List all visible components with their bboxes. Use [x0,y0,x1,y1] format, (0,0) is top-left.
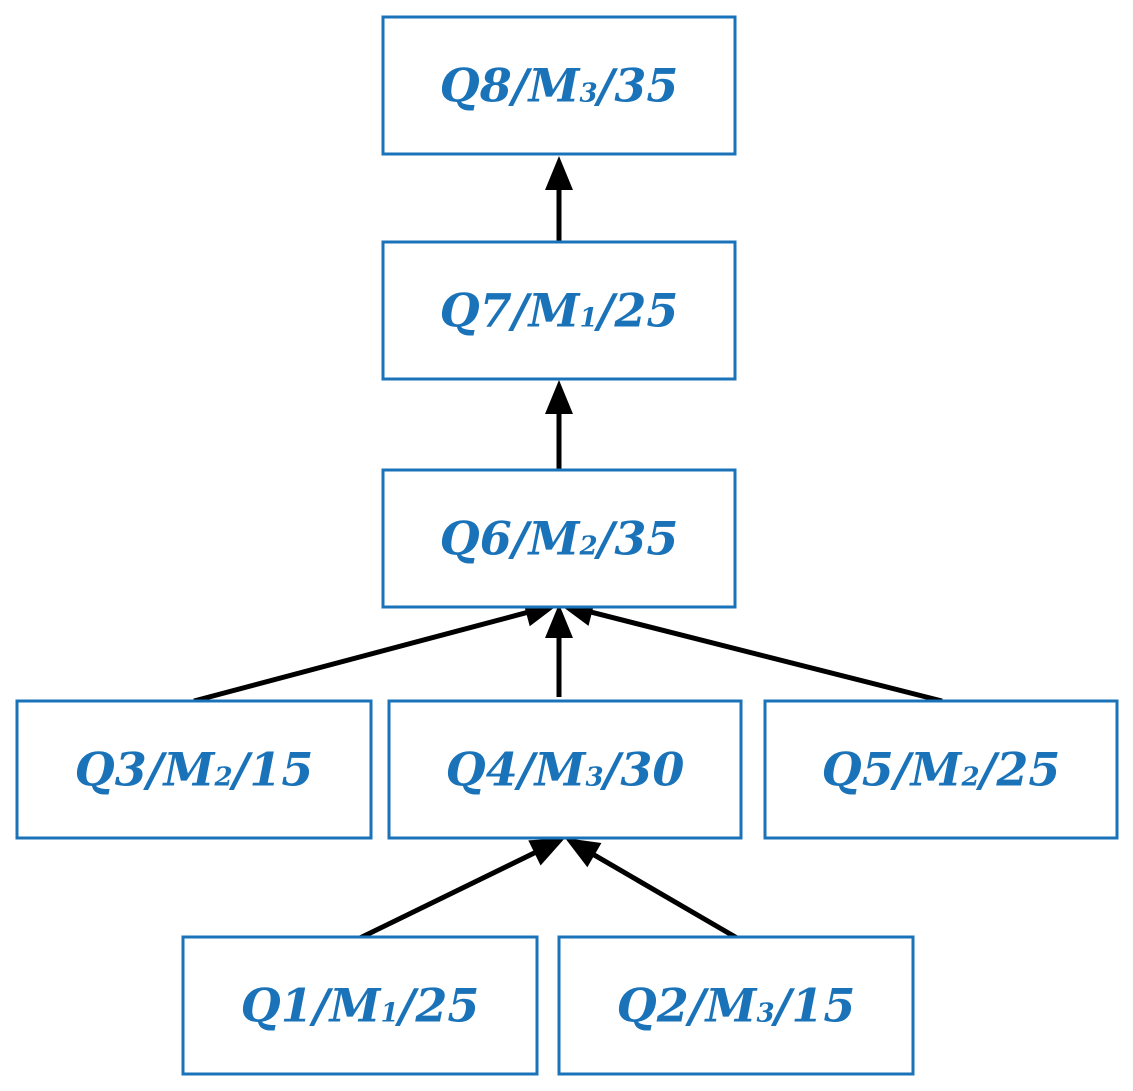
node-q2: Q2/M3/15 [557,935,915,1076]
machine-label: M [909,743,964,797]
node-box [181,935,539,1076]
time-label: 25 [995,743,1060,797]
time-label: 25 [613,284,678,338]
operation-label: Q7 [440,284,512,338]
time-label: 15 [249,743,313,797]
time-label: 35 [614,59,678,113]
node-q6: Q6/M2/35 [381,468,737,609]
machine-subscript: 3 [585,763,603,793]
operation-label: Q2 [617,979,689,1033]
edge-q4-q6 [545,604,573,697]
node-q4: Q4/M3/30 [387,699,743,840]
node-q5: Q5/M2/25 [763,699,1119,840]
node-box [15,699,373,840]
node-label: Q4/M3/30 [446,743,685,797]
edge-q1-q4 [358,838,565,941]
machine-label: M [328,979,383,1033]
node-q7: Q7/M1/25 [381,240,737,381]
node-label: Q5/M2/25 [822,743,1061,797]
node-q1: Q1/M1/25 [181,935,539,1076]
node-box [387,699,743,840]
node-q3: Q3/M2/15 [15,699,373,840]
node-label: Q6/M2/35 [440,512,679,566]
arrowhead [545,604,573,638]
arrowhead [565,838,602,868]
edge-q7-q8 [545,156,573,242]
machine-subscript: 2 [213,763,232,793]
machine-label: M [533,743,588,797]
node-label: Q7/M1/25 [440,284,679,338]
machine-label: M [527,59,582,113]
time-label: 25 [414,979,479,1033]
edge-q5-q6 [559,598,943,704]
edge-line [591,851,739,941]
edge-q2-q4 [565,838,739,941]
machine-subscript: 3 [579,79,597,109]
machine-subscript: 2 [960,763,979,793]
node-q8: Q8/M3/35 [381,15,737,156]
arrowhead [545,156,573,190]
node-box [381,15,737,156]
machine-label: M [704,979,759,1033]
machine-label: M [162,743,217,797]
time-label: 15 [791,979,855,1033]
node-label: Q8/M3/35 [440,59,679,113]
operation-label: Q8 [440,59,512,113]
machine-subscript: 1 [579,304,597,334]
arrowhead [528,838,565,866]
operation-label: Q4 [446,743,518,797]
node-label: Q2/M3/15 [617,979,856,1033]
node-box [557,935,915,1076]
machine-subscript: 3 [756,999,774,1029]
node-box [381,468,737,609]
operation-label: Q3 [75,743,147,797]
edge-line [358,849,538,941]
machine-label: M [527,512,582,566]
machine-subscript: 2 [578,532,597,562]
node-label: Q3/M2/15 [75,743,314,797]
operation-label: Q6 [440,512,512,566]
time-label: 35 [614,512,678,566]
machine-label: M [527,284,582,338]
edge-q3-q6 [193,599,559,704]
edge-line [193,609,529,704]
node-label: Q1/M1/25 [241,979,480,1033]
node-box [381,240,737,381]
arrowhead [545,380,573,414]
operation-label: Q5 [822,743,894,797]
machine-subscript: 1 [380,999,398,1029]
time-label: 30 [620,743,684,797]
edge-q6-q7 [545,380,573,470]
operation-label: Q1 [241,979,313,1033]
node-box [763,699,1119,840]
edge-line [589,609,943,704]
